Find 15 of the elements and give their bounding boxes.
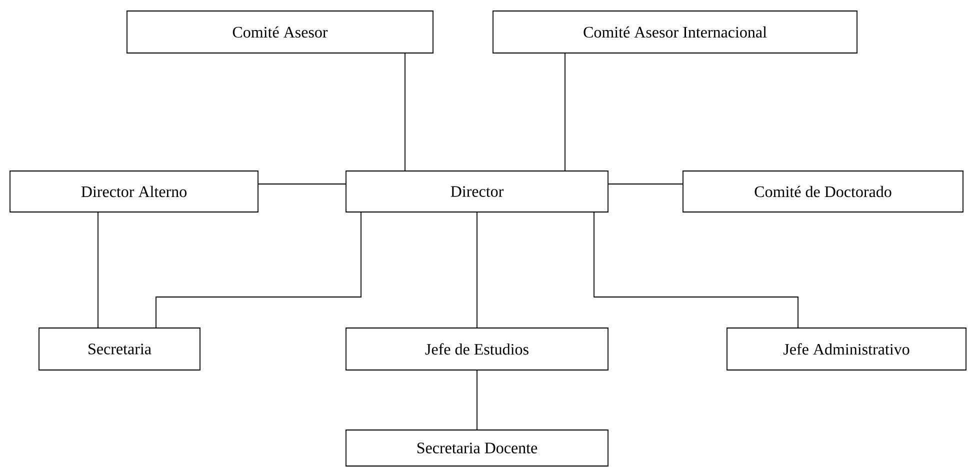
connector-line [476,212,478,328]
connector-line [404,53,406,171]
org-box: Secretaria [38,328,200,370]
org-box: Jefe Administrativo [726,328,966,370]
connector-line [594,212,798,328]
org-box: Comité Asesor [126,10,434,54]
org-box: Comité de Doctorado [682,170,964,212]
org-box: Jefe de Estudios [346,328,608,370]
connector-line [156,212,362,328]
org-box: Comité Asesor Internacional [492,10,858,54]
org-box: Director [346,170,608,212]
connector-line [564,53,566,171]
org-box: Director Alterno [10,170,258,212]
org-box: Secretaria Docente [346,430,608,466]
connector-line [476,370,478,430]
